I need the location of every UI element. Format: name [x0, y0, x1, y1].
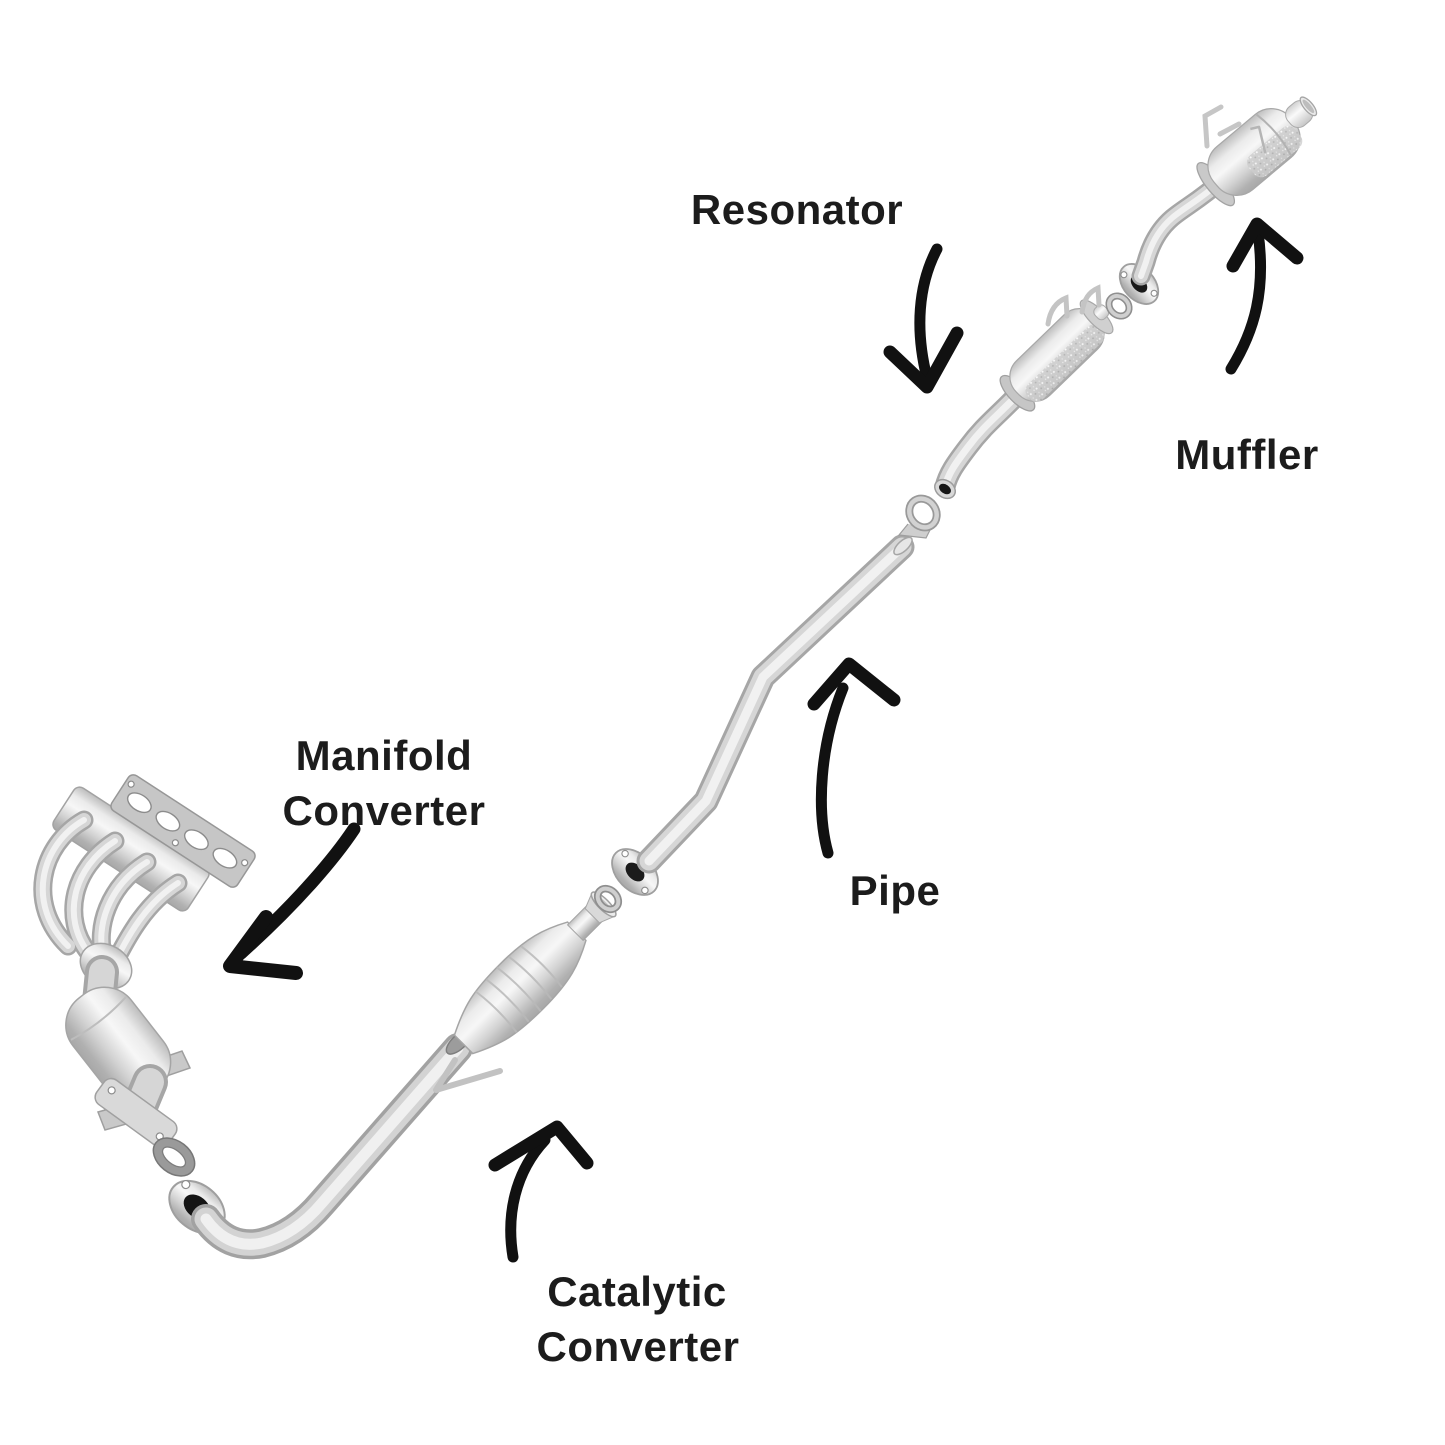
pipe-end-rim — [893, 536, 913, 556]
hanger-rod — [1202, 104, 1242, 149]
muffler-part — [1118, 96, 1318, 305]
manifold-converter-arrow — [223, 822, 361, 980]
ring-gasket-rear — [1105, 292, 1133, 320]
resonator-inlet-pipe — [934, 378, 1034, 498]
manifold-gasket-plate — [110, 774, 256, 888]
muffler-inlet-pipe — [1131, 170, 1232, 286]
manifold-converter-part — [33, 774, 256, 1149]
catalytic-converter-part — [168, 891, 617, 1260]
resonator-label: Resonator — [691, 186, 903, 233]
muffler-arrow — [1225, 217, 1304, 375]
resonator-body — [999, 299, 1114, 412]
donut-gasket — [152, 1137, 196, 1177]
band-clamp — [897, 494, 941, 539]
manifold-converter-label-line1: Manifold — [296, 732, 473, 779]
resonator-part — [934, 284, 1114, 500]
muffler-body — [1196, 96, 1318, 207]
catalytic-converter-arrow — [488, 1120, 594, 1263]
catalytic-converter-label-line2: Converter — [537, 1323, 740, 1370]
muffler-label: Muffler — [1175, 431, 1319, 478]
resonator-arrow — [883, 243, 964, 394]
front-pipe — [191, 1033, 473, 1260]
intermediate-pipe-part — [611, 534, 915, 896]
pipe-label: Pipe — [850, 867, 941, 914]
catalytic-converter-label-line1: Catalytic — [547, 1268, 727, 1315]
pipe-arrow — [807, 657, 901, 859]
intermediate-pipe — [636, 534, 915, 874]
manifold-converter-label-line2: Converter — [283, 787, 486, 834]
hanger-rod — [1045, 284, 1102, 327]
hanger-rod — [433, 1057, 503, 1093]
ring-gasket-front — [593, 884, 623, 914]
